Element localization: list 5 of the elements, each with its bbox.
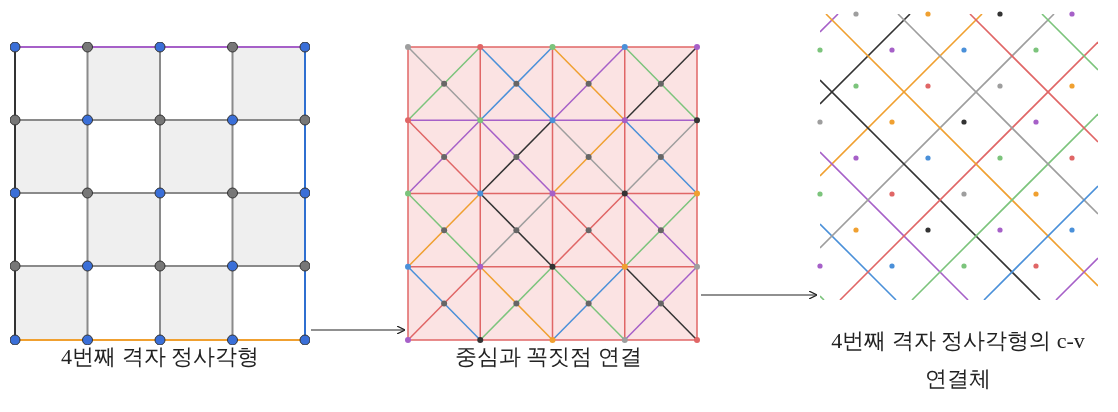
node-label: 4번째 격자 정사각형의 c-v 연결체 [830, 327, 1086, 393]
arrow [700, 290, 818, 300]
arrow [310, 325, 406, 335]
node-label: 4번째 격자 정사각형 [60, 343, 260, 371]
node-label: 중심과 꼭짓점 연결 [453, 343, 643, 371]
